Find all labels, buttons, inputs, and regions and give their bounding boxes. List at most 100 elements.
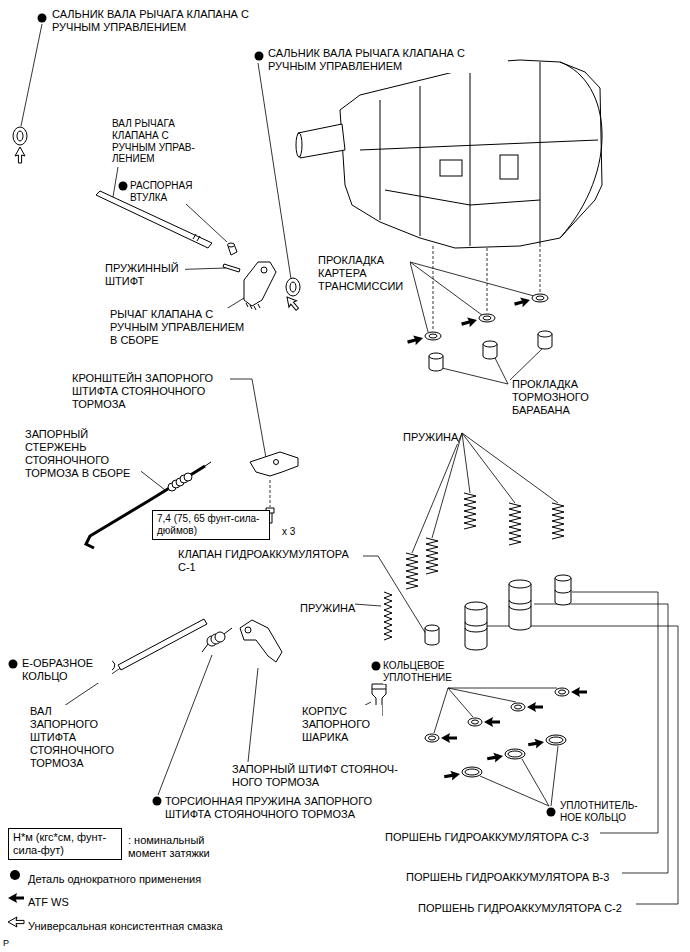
manual-valve-lever-parts <box>244 262 276 306</box>
spring <box>384 592 392 640</box>
single-use-dot <box>372 662 381 671</box>
gasket <box>429 334 437 338</box>
parking-lock-parts <box>245 627 251 633</box>
part-label: Е-ОБРАЗНОЕ КОЛЬЦО <box>22 657 112 683</box>
seal-ring <box>511 703 525 711</box>
single-use-dot <box>547 808 556 817</box>
part-label-slot: КЛАПАН ГИДРОАККУМУЛЯТОРА С-1 <box>178 548 363 575</box>
seal-ring <box>468 718 482 726</box>
legend-text: Универсальная консистентная смазка <box>28 920 223 933</box>
leader-line <box>434 688 557 733</box>
spring <box>406 553 418 589</box>
part-label: ВАЛ РЫЧАГА КЛАПАНА С РУЧНЫМ УПРАВ- ЛЕНИЕ… <box>112 118 207 165</box>
spec-text: Н*м (кгс*см, фунт-сила-фут) <box>13 831 117 857</box>
atf-arrow <box>571 687 587 697</box>
seal-ring <box>515 705 522 709</box>
seal-ring <box>462 767 482 777</box>
part-label-slot: ЗАПОРНЫЙ ШТИФТ СТОЯНОЧ- НОГО ТОРМОЗА <box>232 763 412 790</box>
leader-line <box>410 262 534 332</box>
parking-lock-parts <box>184 473 192 481</box>
spec-text: 7,4 (75, 65 фунт-сила-дюймов) <box>157 513 265 537</box>
spring <box>552 503 564 539</box>
drum-gasket <box>429 353 443 359</box>
drum-gasket <box>483 341 497 347</box>
manual-valve-lever-parts <box>13 127 27 145</box>
spring <box>426 538 438 574</box>
part-label: ВАЛ ЗАПОРНОГО ШТИФТА СТОЯНОЧНОГО ТОРМОЗА <box>30 705 120 770</box>
atf-arrow <box>527 702 543 712</box>
atf-arrow <box>513 295 531 309</box>
seal-ring <box>555 688 569 696</box>
leader-line <box>412 433 558 553</box>
part-label: САЛЬНИК ВАЛА РЫЧАГА КЛАПАНА С РУЧНЫМ УПР… <box>268 47 508 73</box>
part-label-slot: РАСПОРНАЯ ВТУЛКА <box>130 180 202 205</box>
part-label-slot: x 3 <box>282 521 295 539</box>
part-label-slot: КОЛЬЦЕВОЕ УПЛОТНЕНИЕ <box>383 660 465 685</box>
part-label: УПЛОТНИТЕЛЬ- НОЕ КОЛЬЦО <box>560 800 652 824</box>
part-label: ПРОКЛАДКА КАРТЕРА ТРАНСМИССИИ <box>318 254 410 293</box>
gasket <box>536 296 544 300</box>
leader-line <box>258 63 291 279</box>
transmission-case <box>296 133 302 157</box>
legend-text-slot: Универсальная консистентная смазка <box>28 916 223 934</box>
part-label-slot: УПЛОТНИТЕЛЬ- НОЕ КОЛЬЦО <box>560 800 652 825</box>
seal-ring <box>429 736 436 740</box>
accumulator-piston <box>425 575 571 650</box>
single-use-dot <box>9 660 18 669</box>
atf-arrow <box>441 733 457 743</box>
seal-ring <box>472 720 479 724</box>
accumulator-piston <box>425 625 439 631</box>
part-label: КЛАПАН ГИДРОАККУМУЛЯТОРА С-1 <box>178 548 363 574</box>
parking-lock-parts <box>215 632 225 642</box>
manual-valve-lever-parts <box>17 131 23 141</box>
spec-box: Н*м (кгс*см, фунт-сила-фут) <box>8 828 122 860</box>
part-label-slot: ПОРШЕНЬ ГИДРОАККУМУЛЯТОРА С-2 <box>418 898 622 916</box>
accumulator-piston <box>509 584 531 630</box>
transmission-case <box>500 155 518 179</box>
seal-ring <box>559 690 566 694</box>
transmission-case <box>340 60 602 248</box>
part-label-slot: ВАЛ РЫЧАГА КЛАПАНА С РУЧНЫМ УПРАВ- ЛЕНИЕ… <box>112 118 207 166</box>
transmission-case <box>360 62 602 246</box>
part-label: P <box>3 938 9 949</box>
legend-text-slot: : номинальный момент затяжки <box>128 834 238 861</box>
transmission-case <box>296 60 602 248</box>
parking-lock-parts <box>250 452 298 476</box>
part-label-slot: ПРУЖИННЫЙ ШТИФТ <box>105 262 185 289</box>
accumulator-piston <box>555 578 571 605</box>
single-use-dot <box>255 52 264 61</box>
leader-line <box>572 592 658 833</box>
seal-ring <box>425 688 569 777</box>
part-label: ЗАПОРНЫЙ ШТИФТ СТОЯНОЧ- НОГО ТОРМОЗА <box>232 763 412 789</box>
seal-ring <box>425 734 439 742</box>
alignment-line <box>270 244 540 507</box>
parking-lock-parts <box>274 460 279 465</box>
part-label-slot: ПРОКЛАДКА КАРТЕРА ТРАНСМИССИИ <box>318 254 410 294</box>
drum-gasket <box>538 331 552 337</box>
leader-line <box>248 668 258 762</box>
alignment-line <box>433 244 540 330</box>
gasket <box>425 332 441 340</box>
atf-arrow <box>460 315 478 329</box>
legend-text: ATF WS <box>28 896 69 909</box>
legend-text: Деталь однократного применения <box>28 873 201 886</box>
single-use-dot <box>119 182 128 191</box>
drum-gasket <box>429 331 552 371</box>
manual-valve-lever-parts <box>223 264 240 272</box>
atf-arrow <box>484 717 500 727</box>
spring <box>509 503 521 545</box>
manual-valve-lever-parts <box>290 282 296 292</box>
accumulator-piston <box>509 600 531 610</box>
part-label-slot: ПОРШЕНЬ ГИДРОАККУМУЛЯТОРА В-3 <box>406 867 609 885</box>
part-label: КОРПУС ЗАПОРНОГО ШАРИКА <box>302 705 382 744</box>
part-label: САЛЬНИК ВАЛА РЫЧАГА КЛАПАНА С РУЧНЫМ УПР… <box>52 8 292 34</box>
parking-lock-parts <box>240 620 282 662</box>
part-label-slot: ТОРСИОННАЯ ПРУЖИНА ЗАПОРНОГО ШТИФТА СТОЯ… <box>165 795 393 822</box>
atf-arrow <box>443 769 460 782</box>
transmission-case <box>440 160 462 176</box>
part-label-slot: ЗАПОРНЫЙ СТЕРЖЕНЬ СТОЯНОЧНОГО ТОРМОЗА В … <box>25 428 141 481</box>
single-use-dot <box>38 14 47 23</box>
gasket <box>483 316 491 320</box>
accumulator-piston <box>555 590 571 593</box>
legend-text-slot: ATF WS <box>28 892 69 910</box>
